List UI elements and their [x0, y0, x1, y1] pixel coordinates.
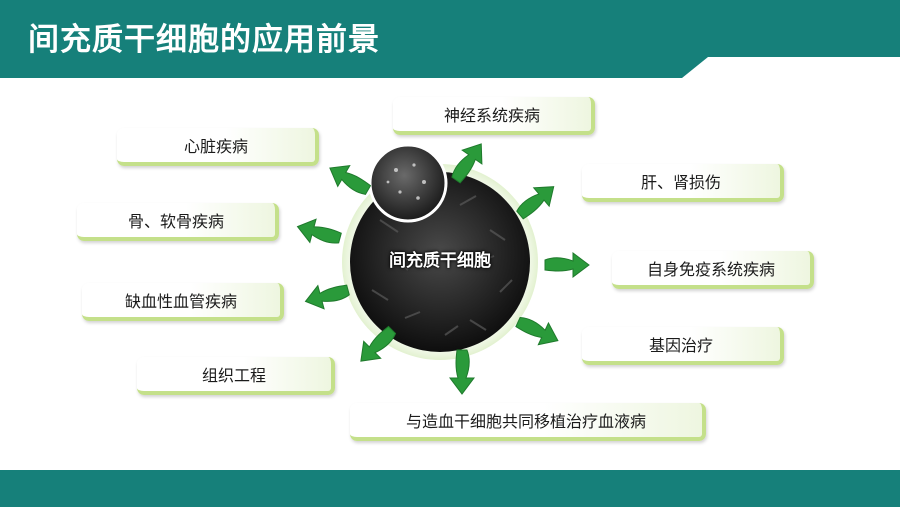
arrow-heart [323, 157, 375, 201]
center-label: 间充质干细胞 [389, 251, 491, 271]
box-vascular: 缺血性血管疾病 [82, 283, 284, 321]
header-shape [0, 0, 900, 78]
box-gene: 基因治疗 [582, 327, 784, 365]
cell-closeup-image [368, 143, 448, 223]
arrow-gene [512, 310, 564, 352]
box-heart: 心脏疾病 [117, 128, 319, 166]
box-neuro: 神经系统疾病 [393, 97, 595, 135]
arrow-vascular [301, 277, 352, 314]
box-immune: 自身免疫系统疾病 [612, 251, 814, 289]
page-title: 间充质干细胞的应用前景 [28, 22, 380, 58]
closeup-texture [386, 163, 426, 200]
header-banner: 间充质干细胞的应用前景 [0, 0, 900, 78]
box-blood: 与造血干细胞共同移植治疗血液病 [350, 403, 706, 441]
footer-bar [0, 470, 900, 507]
arrow-bone [293, 214, 344, 251]
arrow-immune [544, 252, 590, 278]
box-liver-kidney: 肝、肾损伤 [582, 164, 784, 202]
box-bone: 骨、软骨疾病 [77, 203, 279, 241]
box-tissue: 组织工程 [137, 357, 335, 395]
